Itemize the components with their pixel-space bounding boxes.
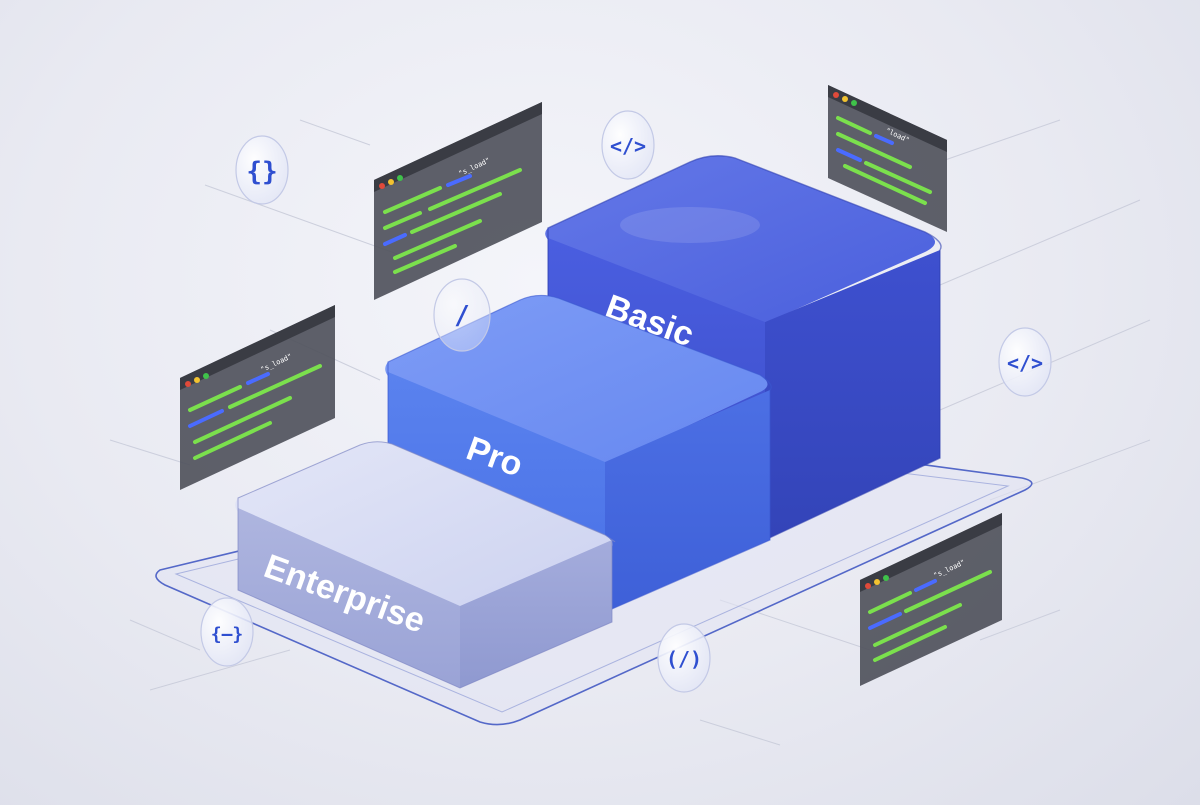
code-window-3: "load" — [828, 85, 947, 232]
badge-curly-braces: {} — [235, 135, 289, 205]
background-guide-lines — [109, 119, 1151, 746]
slash-icon: / — [454, 301, 470, 331]
tier-block-enterprise[interactable]: Enterprise — [235, 441, 616, 689]
badge-code-tag-top: </> — [601, 110, 655, 180]
braces-dash-icon: {–} — [211, 624, 244, 645]
curly-braces-icon: {} — [246, 157, 277, 187]
code-tag-icon: </> — [610, 134, 646, 158]
code-tag-icon: </> — [1007, 351, 1043, 375]
code-window-4: "s_load" — [860, 513, 1002, 686]
code-window-1: "s_load" — [374, 102, 542, 300]
badge-slash: / — [433, 278, 491, 352]
badge-code-tag-right: </> — [998, 327, 1052, 397]
code-window-2: "s_load" — [180, 305, 335, 490]
badge-braces-dash: {–} — [200, 597, 254, 667]
badge-parens-slash: (/) — [657, 623, 711, 693]
parens-slash-icon: (/) — [666, 647, 702, 671]
